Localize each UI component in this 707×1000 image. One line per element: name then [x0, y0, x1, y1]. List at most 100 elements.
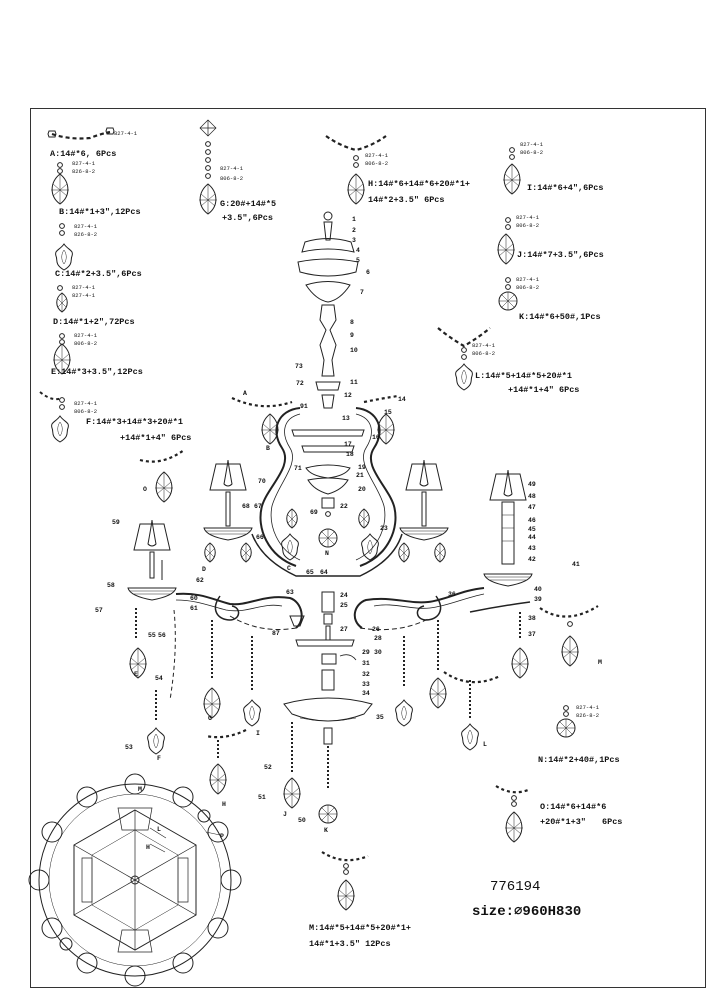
- part-number: 65: [306, 569, 314, 576]
- part-number: 14: [398, 396, 406, 403]
- part-number: 23: [380, 525, 388, 532]
- code-label: 827-4-1: [472, 342, 496, 349]
- part-number: 53: [125, 744, 133, 751]
- part-number: 41: [572, 561, 580, 568]
- part-g: [198, 119, 218, 215]
- letter-h-plan: H: [146, 844, 150, 851]
- part-l: [437, 327, 491, 391]
- part-number: 19: [358, 464, 366, 471]
- part-number: 59: [112, 519, 120, 526]
- part-number: 10: [350, 347, 358, 354]
- letter-d: D: [202, 566, 206, 573]
- part-number: 32: [362, 671, 370, 678]
- letter-p: P: [220, 833, 224, 840]
- part-number: 57: [95, 607, 103, 614]
- letter-f: F: [157, 755, 161, 762]
- part-number: 52: [264, 764, 272, 771]
- letter-b: B: [266, 445, 270, 452]
- caption-g-line1: G:20#+14#*5: [220, 199, 277, 209]
- code-label: 806-8-2: [516, 222, 540, 229]
- caption-l-line1: L:14#*5+14#*5+20#*1: [475, 371, 572, 381]
- part-number: 60: [190, 595, 198, 602]
- part-number: 28: [374, 635, 382, 642]
- caption-j: J:14#*7+3.5",6Pcs: [517, 250, 604, 260]
- part-number: 9: [350, 332, 354, 339]
- part-d: [56, 285, 68, 313]
- part-number: 7: [360, 289, 364, 296]
- code-label: 826-8-2: [576, 712, 600, 719]
- code-label: 827-4-1: [516, 276, 540, 283]
- part-number: 50: [298, 817, 306, 824]
- code-label: 827-4-1: [74, 332, 98, 339]
- letter-j: J: [283, 811, 287, 818]
- part-number: 15: [384, 409, 392, 416]
- part-i: [502, 147, 522, 195]
- code-label: 827-4-1: [114, 130, 138, 137]
- part-number: 48: [528, 493, 536, 500]
- caption-d: D:14#*1+2",72Pcs: [53, 317, 135, 327]
- caption-l-line2: +14#*1+4" 6Pcs: [508, 385, 580, 395]
- code-label: 826-8-2: [74, 231, 98, 238]
- caption-m-line1: M:14#*5+14#*5+20#*1+: [309, 923, 412, 933]
- part-number: 13: [342, 415, 350, 422]
- code-label: 827-4-1: [220, 165, 244, 172]
- caption-c: C:14#*2+3.5",6Pcs: [55, 269, 142, 279]
- caption-m-line2: 14#*1+3.5" 12Pcs: [309, 939, 391, 949]
- part-number: 47: [528, 504, 536, 511]
- caption-k: K:14#*6+50#,1Pcs: [519, 312, 601, 322]
- part-number: 11: [350, 379, 358, 386]
- part-number: 44: [528, 534, 536, 541]
- part-number: 63: [286, 589, 294, 596]
- code-label: 827-4-1: [365, 152, 389, 159]
- caption-g-line2: +3.5",6Pcs: [222, 213, 274, 223]
- plan-view: [28, 773, 242, 987]
- part-number: 91: [300, 403, 308, 410]
- letter-l-plan: L: [157, 826, 161, 833]
- letter-h: H: [222, 801, 226, 808]
- part-number: 54: [155, 675, 163, 682]
- part-number: 40: [534, 586, 542, 593]
- model-number: 776194: [490, 879, 541, 895]
- part-number: 33: [362, 681, 370, 688]
- part-number: 22: [340, 503, 348, 510]
- part-number: 64: [320, 569, 328, 576]
- part-number: 5: [356, 257, 360, 264]
- part-number: 37: [528, 631, 536, 638]
- code-label: 827-4-1: [520, 141, 544, 148]
- caption-a: A:14#*6, 6Pcs: [50, 149, 117, 159]
- code-label: 827-4-1: [74, 400, 98, 407]
- part-number: 21: [356, 472, 364, 479]
- part-number: 29: [362, 649, 370, 656]
- part-number: 17: [344, 441, 352, 448]
- part-number: 72: [296, 380, 304, 387]
- part-number: 56: [158, 632, 166, 639]
- part-number: 18: [346, 451, 354, 458]
- part-n: [556, 705, 576, 738]
- letter-n: N: [325, 550, 329, 557]
- part-number: 20: [358, 486, 366, 493]
- letter-e: E: [134, 671, 138, 678]
- part-number: 71: [294, 465, 302, 472]
- code-label: 827-4-1: [74, 223, 98, 230]
- part-number: 31: [362, 660, 370, 667]
- caption-b: B:14#*1+3",12Pcs: [59, 207, 141, 217]
- part-number: 49: [528, 481, 536, 488]
- part-number: 8: [350, 319, 354, 326]
- caption-o-line1: O:14#*6+14#*6: [540, 802, 607, 812]
- caption-h-line2: 14#*2+3.5" 6Pcs: [368, 195, 445, 205]
- part-number: 38: [528, 615, 536, 622]
- part-number: 26: [372, 626, 380, 633]
- part-o: [495, 785, 529, 843]
- part-number: 4: [356, 247, 360, 254]
- caption-n: N:14#*2+40#,1Pcs: [538, 755, 620, 765]
- part-number: 62: [196, 577, 204, 584]
- part-a-chain: [47, 127, 115, 140]
- part-number: 1: [352, 216, 356, 223]
- code-label: 806-8-2: [472, 350, 496, 357]
- code-label: 806-8-2: [220, 175, 244, 182]
- part-number: 30: [374, 649, 382, 656]
- caption-f-line1: F:14#*3+14#*3+20#*1: [86, 417, 183, 427]
- code-label: 806-8-2: [365, 160, 389, 167]
- drawing-frame: [30, 108, 706, 988]
